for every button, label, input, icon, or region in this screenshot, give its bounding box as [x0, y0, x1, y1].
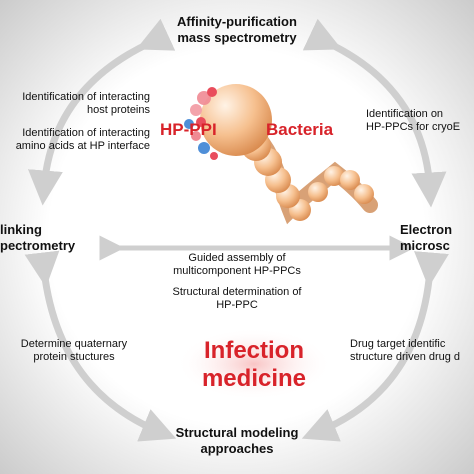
title-glow	[176, 328, 332, 400]
arc-right-to-bottom	[301, 251, 449, 442]
node-structural-modeling: Structural modeling approaches	[175, 425, 299, 456]
node-affinity-purification-ms: Affinity-purification mass spectrometry	[177, 14, 297, 45]
note-quaternary-structures: Determine quaternary protein stuctures	[20, 338, 128, 364]
note-host-proteins: Identification of interacting host prote…	[22, 91, 150, 117]
arc-top-to-right	[302, 18, 447, 208]
cycle-arrows	[24, 18, 449, 442]
arc-left-to-bottom	[24, 250, 177, 442]
label-bacteria: Bacteria	[266, 120, 334, 139]
note-guided-assembly: Guided assembly of multicomponent HP-PPC…	[173, 252, 301, 278]
note-structural-determination: Structural determination of HP-PPC	[172, 286, 302, 312]
note-drug-targets: Drug target identific structure driven d…	[350, 338, 461, 364]
center-title: Infection medicine	[201, 337, 307, 393]
arc-top-to-left	[27, 18, 176, 206]
note-interacting-amino-acids: Identification of interacting amino acid…	[15, 127, 150, 153]
interface-residues	[184, 87, 218, 160]
node-electron-microscopy: Electron microsc	[400, 222, 453, 253]
bacteria-host-interaction-icon	[184, 84, 378, 225]
label-hp-ppi: HP-PPI	[160, 120, 217, 139]
note-cryoe-identification: Identification on HP-PPCs for cryoE	[366, 108, 461, 134]
node-crosslinking-ms: linking pectrometry	[0, 222, 76, 253]
